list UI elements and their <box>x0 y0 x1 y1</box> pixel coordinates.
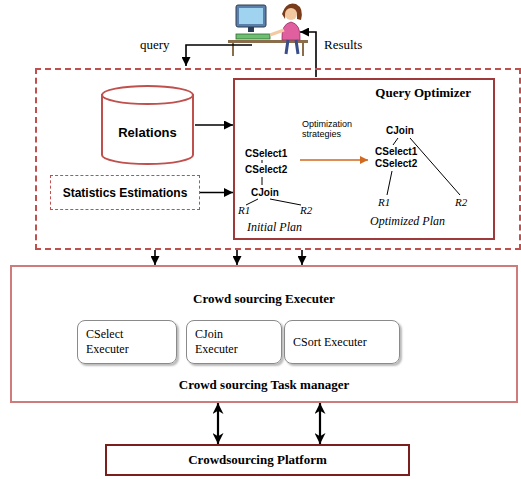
results-arrow <box>300 32 316 77</box>
platform-box: Crowdsourcing Platform <box>105 444 410 476</box>
keyboard <box>236 34 270 39</box>
executer-box: CSelect Executer CJoin Executer CSort Exec… <box>10 265 518 403</box>
optimization-arrow <box>300 159 368 161</box>
query-arrow <box>186 45 252 66</box>
tree-line <box>262 177 263 185</box>
plan-operator: CSelect2 <box>245 164 287 175</box>
tree-line <box>270 199 301 205</box>
node-text: Crowd sourcing Task manager <box>12 377 516 393</box>
connector-arrow <box>319 403 321 444</box>
executer-module: CJoin Executer <box>186 320 282 364</box>
relation-name: R2 <box>455 196 467 208</box>
strategy-label: Optimization strategies <box>302 119 366 140</box>
screen <box>239 8 263 24</box>
query-optimizer-box: Query Optimizer <box>233 78 495 240</box>
connector-arrow <box>217 403 219 444</box>
user-icon <box>228 3 308 56</box>
node-text: Crowd sourcing Executer <box>12 291 516 307</box>
node-text: CSort Executer <box>293 335 383 350</box>
plan-caption: Initial Plan <box>247 220 302 235</box>
node-text: Query Optimizer <box>375 85 471 101</box>
tree-line <box>262 160 263 163</box>
node-text: Crowdsourcing Platform <box>188 452 327 468</box>
monitor <box>236 5 266 27</box>
arm <box>270 30 284 35</box>
node-text: CJoin Executer <box>195 327 259 357</box>
head <box>285 8 297 20</box>
node-text: Statistics Estimations <box>63 186 188 200</box>
hair <box>282 3 302 20</box>
tree-line <box>393 138 398 145</box>
relation-name: R1 <box>238 204 250 216</box>
relation-name: R2 <box>300 204 312 216</box>
connector-arrow <box>195 124 233 126</box>
plan-operator: CJoin <box>251 187 279 198</box>
plan-operator: CSelect1 <box>245 148 287 159</box>
connector-arrow <box>154 250 156 265</box>
monitor-stand <box>248 27 254 32</box>
body <box>282 22 300 40</box>
plan-tree-lines <box>246 138 460 205</box>
arrow-label: Results <box>324 37 362 53</box>
plan-operator: CJoin <box>386 125 414 136</box>
cylinder-top <box>102 86 193 104</box>
tree-line <box>410 138 460 195</box>
node-text: CSelect Executer <box>86 327 150 357</box>
connector-arrow <box>236 250 238 265</box>
tree-line <box>387 171 392 195</box>
connector-arrow <box>200 192 233 194</box>
relation-name: R1 <box>378 196 390 208</box>
executer-module: CSelect Executer <box>77 320 177 364</box>
plan-operator: CSelect1 <box>375 146 417 157</box>
connector-arrow <box>301 250 303 265</box>
node-text: Relations <box>118 125 177 140</box>
relations-cylinder: Relations <box>100 85 195 165</box>
legs <box>286 40 298 54</box>
executer-module: CSort Executer <box>284 320 400 364</box>
plan-caption: Optimized Plan <box>370 214 445 229</box>
desk-leg <box>302 43 304 56</box>
arrow-label: query <box>140 37 170 53</box>
statistics-box: Statistics Estimations <box>50 175 200 210</box>
plan-operator: CSelect2 <box>375 158 417 169</box>
